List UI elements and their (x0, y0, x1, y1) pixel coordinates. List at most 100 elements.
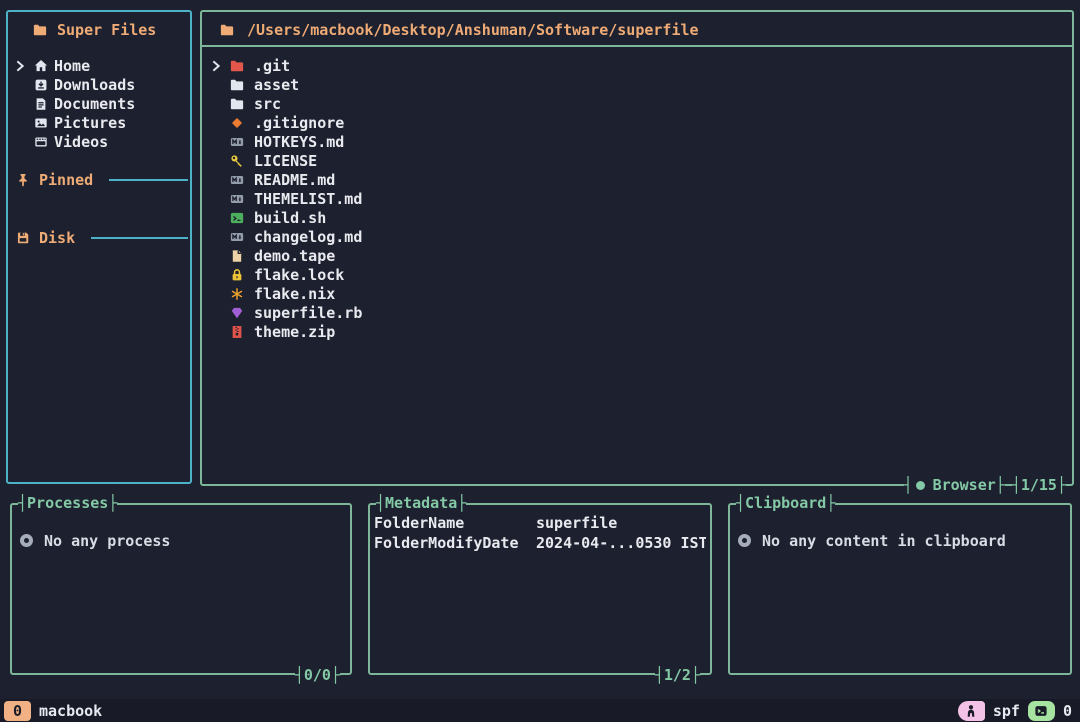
chevron-right-icon (204, 230, 226, 244)
file-panel[interactable]: /Users/macbook/Desktop/Anshuman/Software… (200, 10, 1074, 496)
file-name: README.md (254, 170, 336, 189)
clipboard-empty-row: No any content in clipboard (738, 531, 1006, 550)
file-row[interactable]: README.md (204, 170, 1070, 189)
file-count: 1/15 (1020, 476, 1057, 494)
file-row[interactable]: build.sh (204, 208, 1070, 227)
file-row[interactable]: changelog.md (204, 227, 1070, 246)
sidebar-item-label: Pictures (54, 113, 127, 132)
processes-empty-row: No any process (20, 531, 170, 550)
app-title-label: Super Files (57, 20, 157, 39)
file-icon (226, 249, 248, 263)
chevron-right-icon (8, 59, 30, 73)
video-icon (30, 135, 52, 149)
clipboard-title: Clipboard (736, 492, 836, 514)
metadata-value: superfile (536, 514, 618, 532)
section-divider (91, 236, 188, 239)
terminal-window-icon (1034, 704, 1048, 718)
processes-panel[interactable]: Processes No any process 0/0 (10, 492, 352, 686)
file-name: asset (254, 75, 300, 94)
sidebar-item-label: Documents (54, 94, 136, 113)
sidebar-item-videos[interactable]: Videos (8, 132, 190, 151)
chevron-right-icon (204, 306, 226, 320)
status-circle-icon (738, 534, 751, 547)
metadata-title: Metadata (376, 492, 467, 514)
browser-footer: Browser 1/15 (903, 475, 1066, 496)
file-row[interactable]: src (204, 94, 1070, 113)
file-name: THEMELIST.md (254, 189, 363, 208)
folder-icon (226, 59, 248, 73)
file-row[interactable]: theme.zip (204, 322, 1070, 341)
file-name: demo.tape (254, 246, 336, 265)
current-path: /Users/macbook/Desktop/Anshuman/Software… (247, 21, 699, 39)
snowflake-icon (226, 287, 248, 301)
metadata-key: FolderModifyDate (374, 534, 519, 552)
disk-section-label: Disk (39, 228, 76, 247)
processes-title: Processes (18, 492, 118, 514)
dot-icon (915, 481, 925, 490)
file-row[interactable]: flake.lock (204, 265, 1070, 284)
file-name: LICENSE (254, 151, 318, 170)
file-row[interactable]: .git (204, 56, 1070, 75)
processes-count: 0/0 (294, 664, 340, 686)
disk-icon (16, 231, 30, 245)
file-row[interactable]: THEMELIST.md (204, 189, 1070, 208)
sidebar-item-pictures[interactable]: Pictures (8, 113, 190, 132)
chevron-right-icon (204, 154, 226, 168)
pinned-section-header: Pinned (16, 170, 188, 189)
markdown-icon (226, 192, 248, 206)
metadata-panel[interactable]: Metadata FolderName superfile FolderModi… (368, 492, 712, 686)
zip-icon (226, 325, 248, 339)
download-icon (30, 78, 52, 92)
pin-icon (16, 173, 30, 187)
pinned-section-label: Pinned (39, 170, 94, 189)
chevron-right-icon (204, 249, 226, 263)
file-name: build.sh (254, 208, 327, 227)
file-row[interactable]: superfile.rb (204, 303, 1070, 322)
path-bar: /Users/macbook/Desktop/Anshuman/Software… (220, 20, 1064, 40)
chevron-right-icon (204, 135, 226, 149)
home-icon (30, 59, 52, 73)
chevron-right-icon (204, 97, 226, 111)
markdown-icon (226, 173, 248, 187)
chevron-right-icon (204, 287, 226, 301)
browser-mode-label: Browser (932, 476, 996, 494)
chevron-right-icon (8, 97, 30, 111)
file-row[interactable]: .gitignore (204, 113, 1070, 132)
app-title: Super Files (33, 20, 156, 39)
disk-section-header: Disk (16, 228, 188, 247)
file-list: .git asset src .gitignore HOTKEYS.md LIC… (204, 56, 1070, 341)
folder-icon (226, 78, 248, 92)
app-name: spf (992, 701, 1020, 720)
file-name: flake.nix (254, 284, 336, 303)
file-row[interactable]: HOTKEYS.md (204, 132, 1070, 151)
clipboard-empty-text: No any content in clipboard (762, 531, 1006, 550)
chevron-right-icon (204, 268, 226, 282)
file-name: src (254, 94, 282, 113)
window-count: 0 (1062, 701, 1072, 720)
metadata-count: 1/2 (654, 664, 700, 686)
clipboard-panel[interactable]: Clipboard No any content in clipboard (728, 492, 1072, 675)
markdown-icon (226, 230, 248, 244)
file-name: .gitignore (254, 113, 345, 132)
file-name: theme.zip (254, 322, 336, 341)
folder-icon (33, 23, 47, 37)
file-row[interactable]: flake.nix (204, 284, 1070, 303)
picture-icon (30, 116, 52, 130)
chevron-right-icon (204, 78, 226, 92)
chevron-right-icon (204, 116, 226, 130)
metadata-rows: FolderName superfile FolderModifyDate 20… (374, 513, 706, 553)
sidebar-item-documents[interactable]: Documents (8, 94, 190, 113)
metadata-row: FolderName superfile (374, 513, 706, 533)
file-row[interactable]: asset (204, 75, 1070, 94)
sidebar[interactable]: Super Files Home Downloads Documents Pic… (6, 10, 192, 484)
sidebar-item-downloads[interactable]: Downloads (8, 75, 190, 94)
file-row[interactable]: demo.tape (204, 246, 1070, 265)
sidebar-item-home[interactable]: Home (8, 56, 190, 75)
file-row[interactable]: LICENSE (204, 151, 1070, 170)
metadata-key: FolderName (374, 514, 465, 532)
sidebar-nav: Home Downloads Documents Pictures Videos (8, 56, 190, 151)
sidebar-item-label: Downloads (54, 75, 136, 94)
gem-icon (226, 306, 248, 320)
folder-icon (226, 97, 248, 111)
